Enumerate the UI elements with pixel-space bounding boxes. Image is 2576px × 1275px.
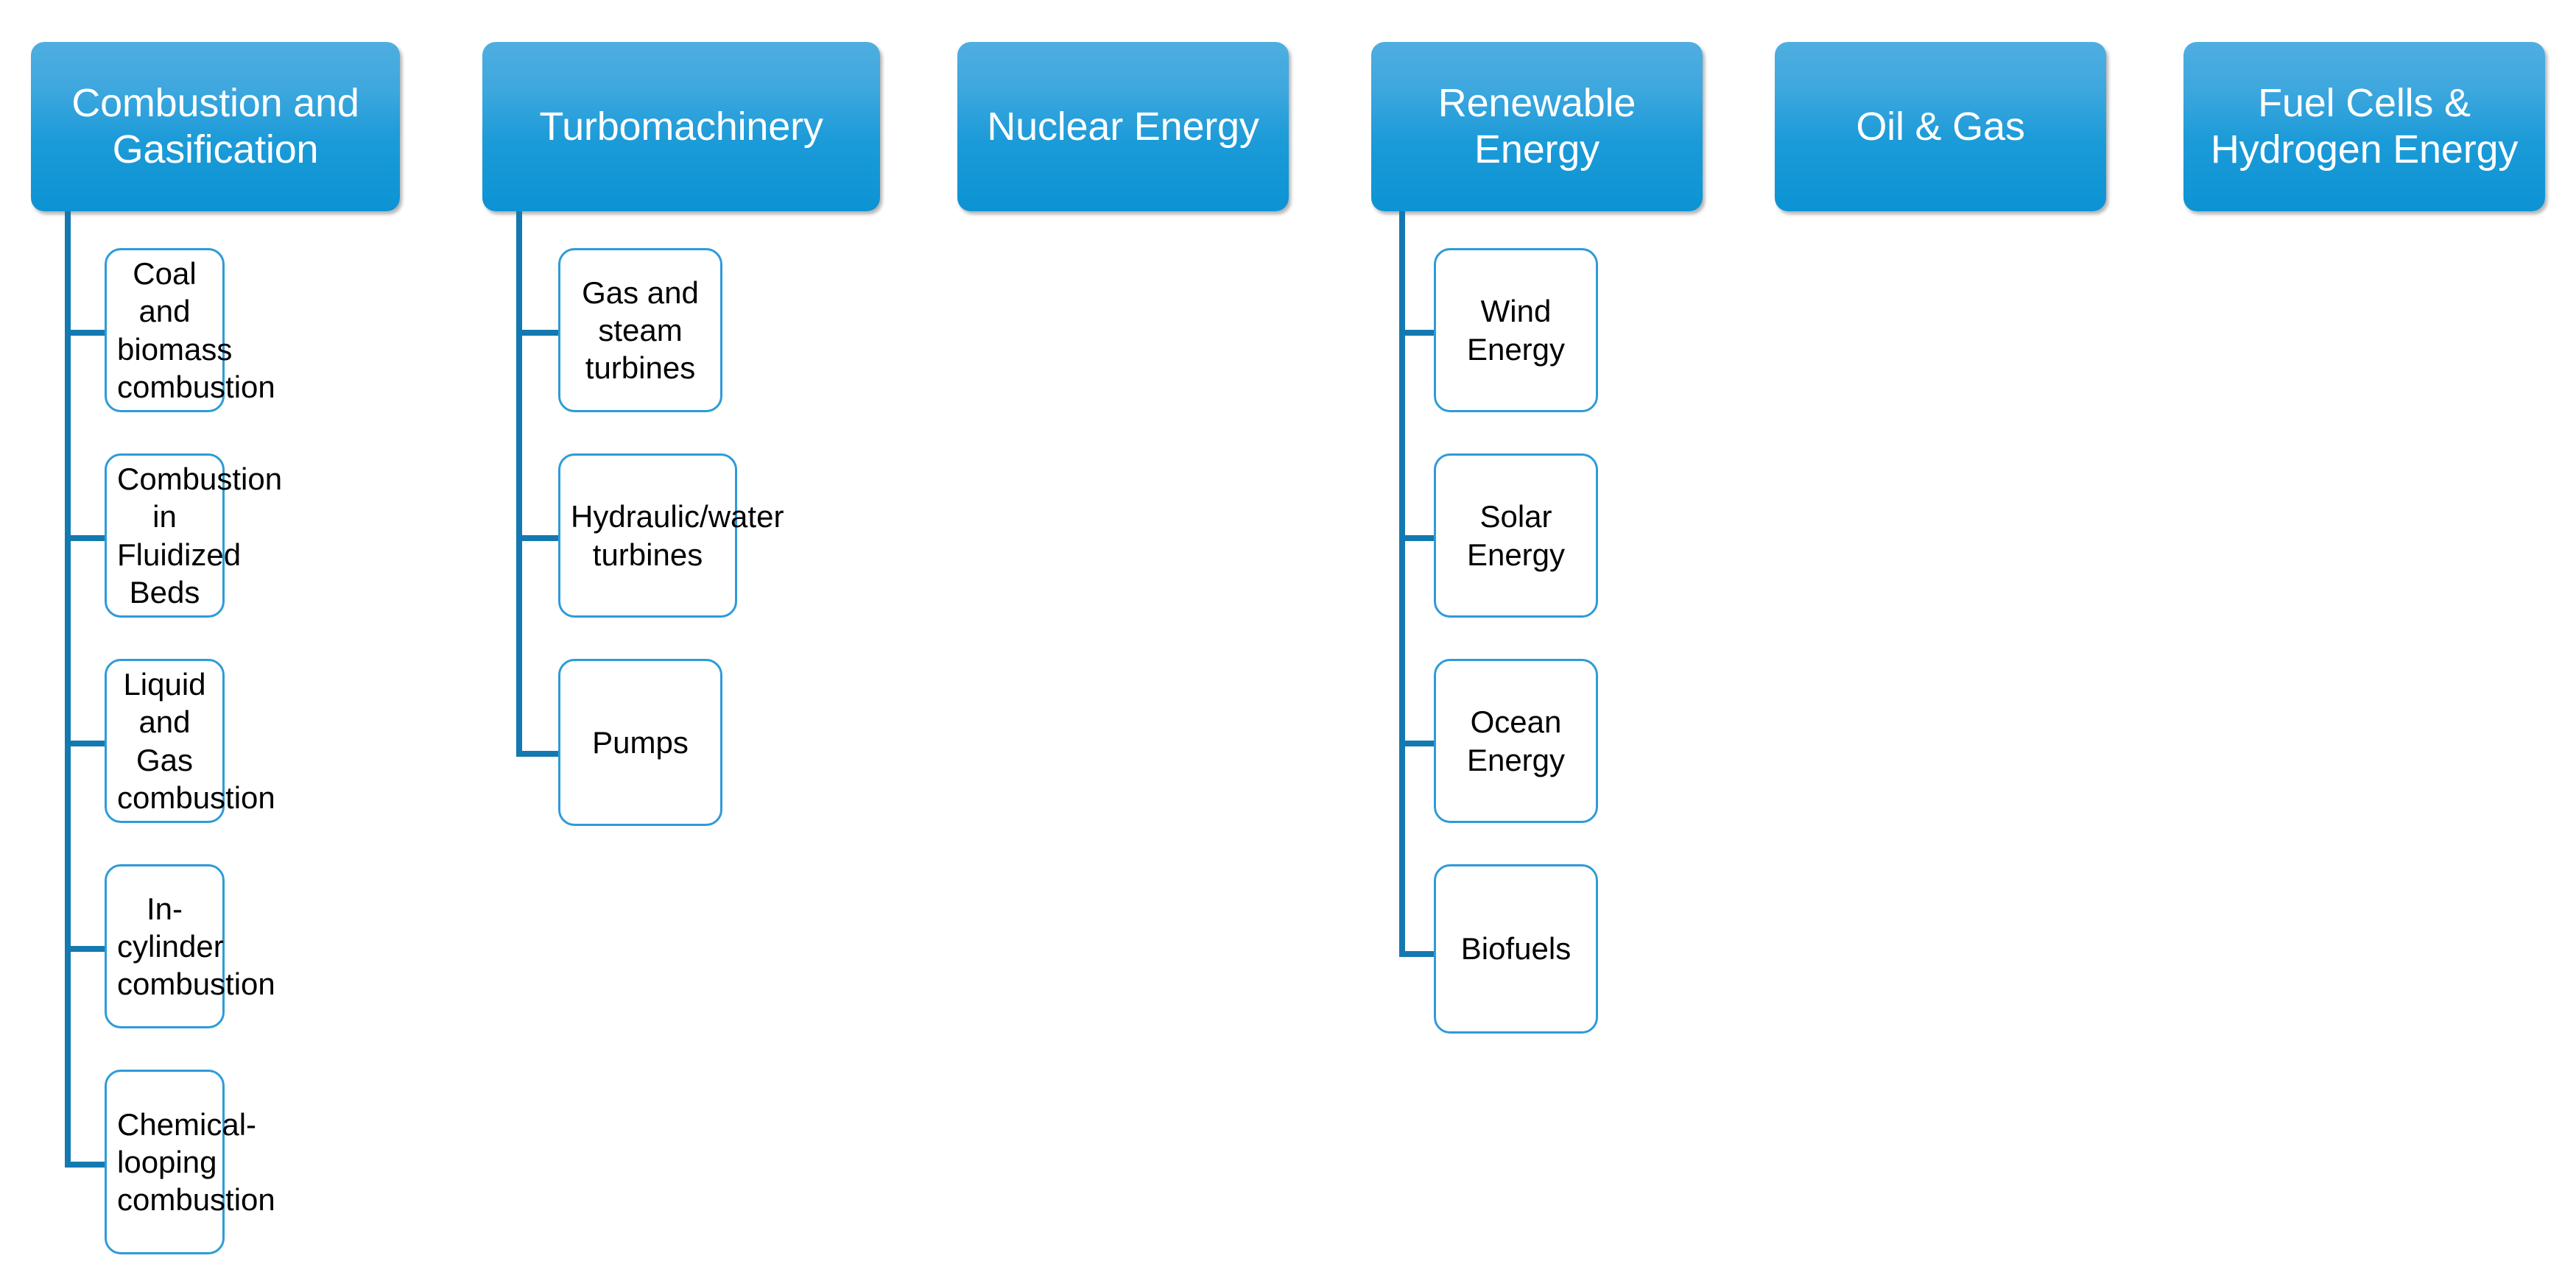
connector-stub-coal-and-biomass-combustion <box>65 330 110 336</box>
connector-stub-wind-energy <box>1399 330 1445 336</box>
node-label: Solar Energy <box>1466 499 1566 572</box>
node-turbomachinery[interactable]: Turbomachinery <box>482 42 880 211</box>
connector-stub-pumps <box>516 751 562 757</box>
node-oil-and-gas[interactable]: Oil & Gas <box>1775 42 2106 211</box>
node-gas-and-steam-turbines[interactable]: Gas and steam turbines <box>558 248 722 412</box>
connector-stub-ocean-energy <box>1399 741 1445 746</box>
node-label: Renewable Energy <box>1437 81 1636 172</box>
connector-stub-combustion-in-fluidized-beds <box>65 535 110 541</box>
node-ocean-energy[interactable]: Ocean Energy <box>1434 659 1598 823</box>
node-label: Nuclear Energy <box>987 104 1259 149</box>
node-label: Liquid and Gas combustion <box>117 667 275 815</box>
node-wind-energy[interactable]: Wind Energy <box>1434 248 1598 412</box>
node-combustion-and-gasification[interactable]: Combustion and Gasification <box>31 42 400 211</box>
node-combustion-in-fluidized-beds[interactable]: Combustion in Fluidized Beds <box>105 453 283 618</box>
connector-stub-in-cylinder-combustion <box>65 946 110 952</box>
connector-stub-chemical-looping-combustion <box>65 1162 110 1168</box>
connector-stub-solar-energy <box>1399 535 1445 541</box>
node-label: Pumps <box>592 724 689 760</box>
node-hydraulic-water-turbines[interactable]: Hydraulic/water turbines <box>558 453 784 618</box>
node-nuclear-energy[interactable]: Nuclear Energy <box>957 42 1289 211</box>
node-coal-and-biomass-combustion[interactable]: Coal and biomass combustion <box>105 248 275 412</box>
node-label: Chemical-looping combustion <box>117 1106 275 1218</box>
connector-stub-gas-and-steam-turbines <box>516 330 562 336</box>
node-pumps[interactable]: Pumps <box>558 659 722 826</box>
node-label: Wind Energy <box>1466 294 1566 367</box>
node-chemical-looping-combustion[interactable]: Chemical-looping combustion <box>105 1070 275 1254</box>
node-label: Ocean Energy <box>1466 704 1566 777</box>
node-solar-energy[interactable]: Solar Energy <box>1434 453 1598 618</box>
node-label: Biofuels <box>1460 931 1572 967</box>
connector-stub-hydraulic-water-turbines <box>516 535 562 541</box>
node-renewable-energy[interactable]: Renewable Energy <box>1371 42 1703 211</box>
node-label: Gas and steam turbines <box>582 275 699 386</box>
node-label: Oil & Gas <box>1856 104 2025 149</box>
node-label: Turbomachinery <box>539 104 823 149</box>
connector-trunk-turbomachinery <box>516 211 522 757</box>
node-liquid-and-gas-combustion[interactable]: Liquid and Gas combustion <box>105 659 275 823</box>
node-label: Coal and biomass combustion <box>117 256 275 404</box>
node-biofuels[interactable]: Biofuels <box>1434 864 1598 1034</box>
node-fuel-cells-and-hydrogen-energy[interactable]: Fuel Cells & Hydrogen Energy <box>2183 42 2545 211</box>
connector-trunk-combustion-and-gasification <box>65 211 71 1168</box>
node-label: In-cylinder combustion <box>117 891 275 1002</box>
node-label: Fuel Cells & Hydrogen Energy <box>2210 81 2519 172</box>
connector-trunk-renewable-energy <box>1399 211 1405 957</box>
node-in-cylinder-combustion[interactable]: In-cylinder combustion <box>105 864 275 1028</box>
node-label: Hydraulic/water turbines <box>571 499 784 572</box>
node-label: Combustion in Fluidized Beds <box>117 462 283 610</box>
node-label: Combustion and Gasification <box>71 81 359 172</box>
connector-stub-biofuels <box>1399 951 1445 957</box>
connector-stub-liquid-and-gas-combustion <box>65 741 110 746</box>
